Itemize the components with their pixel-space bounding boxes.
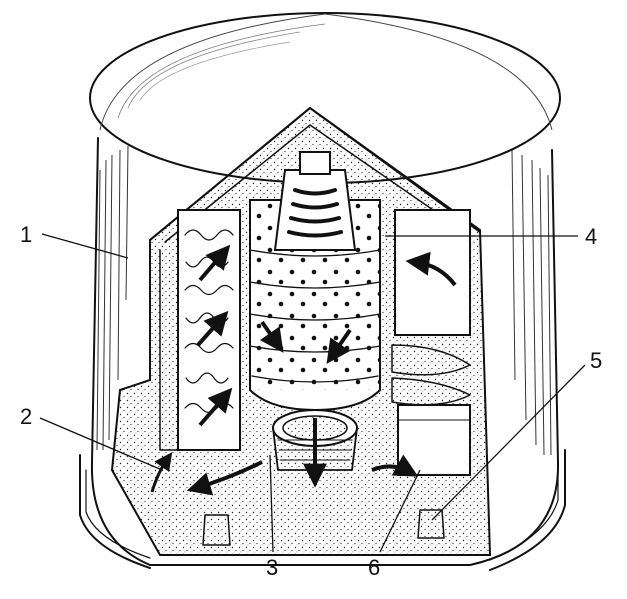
fibrous-filter-chamber (159, 209, 241, 451)
callout-4: 4 (585, 224, 597, 249)
leader-3 (269, 454, 274, 553)
leader-2 (39, 417, 163, 471)
callout-5: 5 (590, 348, 602, 373)
relief-valve-spring (273, 151, 357, 251)
leader-6 (379, 469, 421, 553)
callout-6: 6 (368, 555, 380, 580)
leader-5 (431, 364, 586, 521)
callout-2: 2 (20, 404, 32, 429)
callout-1: 1 (20, 222, 32, 247)
callout-labels: 1 2 3 4 5 6 (20, 222, 602, 580)
callout-3: 3 (266, 555, 278, 580)
pleated-filter-chamber (371, 209, 471, 477)
callout-leaders (39, 233, 586, 553)
threaded-outlet (150, 409, 445, 546)
leader-1 (41, 233, 129, 259)
